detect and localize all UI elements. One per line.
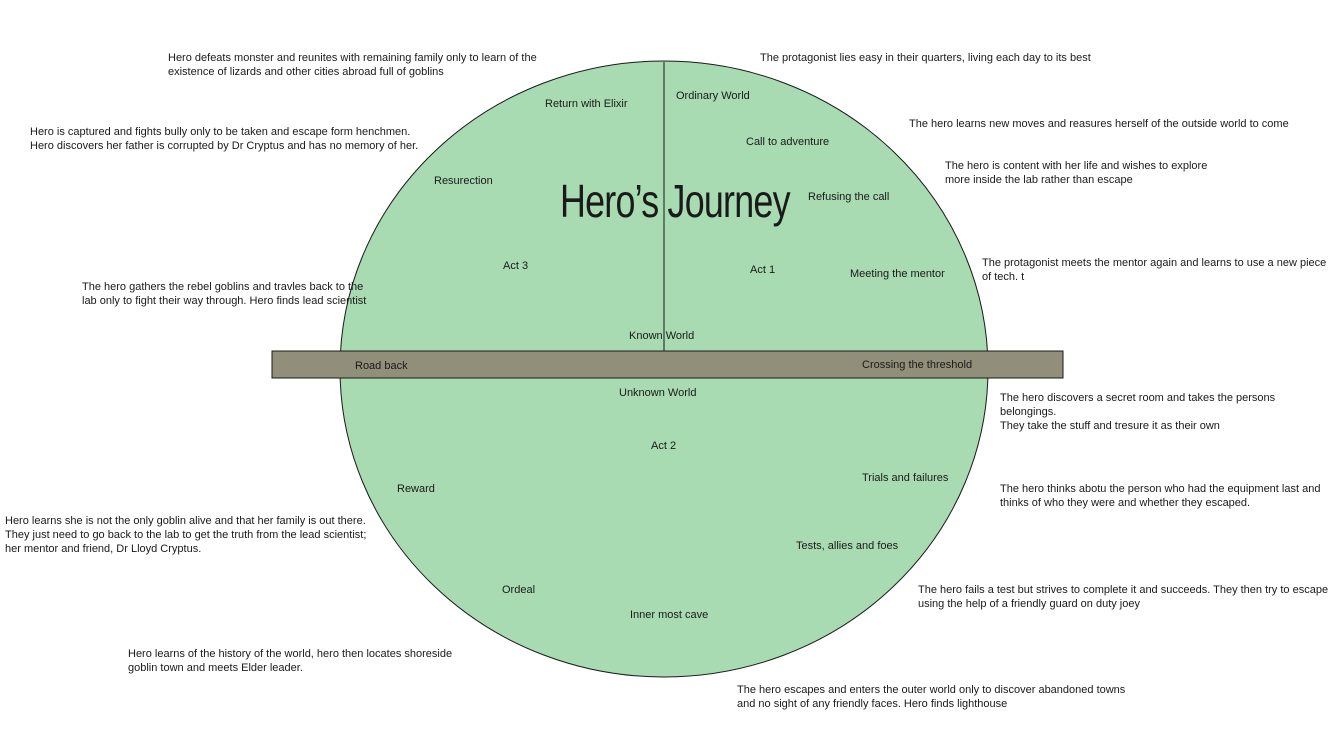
note-ordinary-world: The protagonist lies easy in their quart… [760, 52, 1091, 64]
note-ordeal: Hero learns of the history of the world,… [128, 648, 453, 674]
stage-meeting-the-mentor: Meeting the mentor [850, 268, 945, 280]
stage-inner-most-cave: Inner most cave [630, 609, 709, 621]
stage-refusing-the-call: Refusing the call [808, 191, 890, 203]
note-road-back: The hero gathers the rebel goblins and t… [82, 281, 367, 307]
act-2-label: Act 2 [651, 440, 677, 452]
stage-ordinary-world: Ordinary World [676, 90, 750, 102]
note-return-with-elixir: Hero defeats monster and reunites with r… [168, 52, 537, 78]
note-crossing-the-threshold: The hero discovers a secret room and tak… [1000, 392, 1276, 432]
known-world-label: Known World [629, 330, 695, 342]
note-inner-most-cave: The hero escapes and enters the outer wo… [737, 684, 1126, 710]
stage-tests-allies-foes: Tests, allies and foes [796, 540, 899, 552]
act-1-label: Act 1 [750, 264, 776, 276]
note-trials-and-failures: The hero thinks abotu the person who had… [1000, 483, 1321, 509]
stage-resurection: Resurection [434, 175, 493, 187]
threshold-band [271, 350, 1064, 379]
diagram-title: Hero’s Journey [560, 175, 791, 227]
stage-ordeal: Ordeal [502, 584, 536, 596]
note-refusing-the-call: The hero is content with her life and wi… [945, 160, 1208, 186]
stage-road-back: Road back [355, 360, 408, 372]
note-meeting-the-mentor: The protagonist meets the mentor again a… [982, 257, 1327, 283]
note-reward: Hero learns she is not the only goblin a… [5, 515, 367, 555]
stage-call-to-adventure: Call to adventure [746, 136, 830, 148]
act-3-label: Act 3 [503, 260, 529, 272]
note-call-to-adventure: The hero learns new moves and reasures h… [909, 118, 1289, 130]
stage-return-with-elixir: Return with Elixir [545, 98, 628, 110]
stage-crossing-the-threshold: Crossing the threshold [862, 359, 973, 371]
stage-reward: Reward [397, 483, 435, 495]
stage-trials-and-failures: Trials and failures [862, 472, 949, 484]
note-tests-allies-foes: The hero fails a test but strives to com… [918, 584, 1329, 610]
unknown-world-label: Unknown World [619, 387, 697, 399]
note-resurection: Hero is captured and fights bully only t… [30, 126, 419, 152]
